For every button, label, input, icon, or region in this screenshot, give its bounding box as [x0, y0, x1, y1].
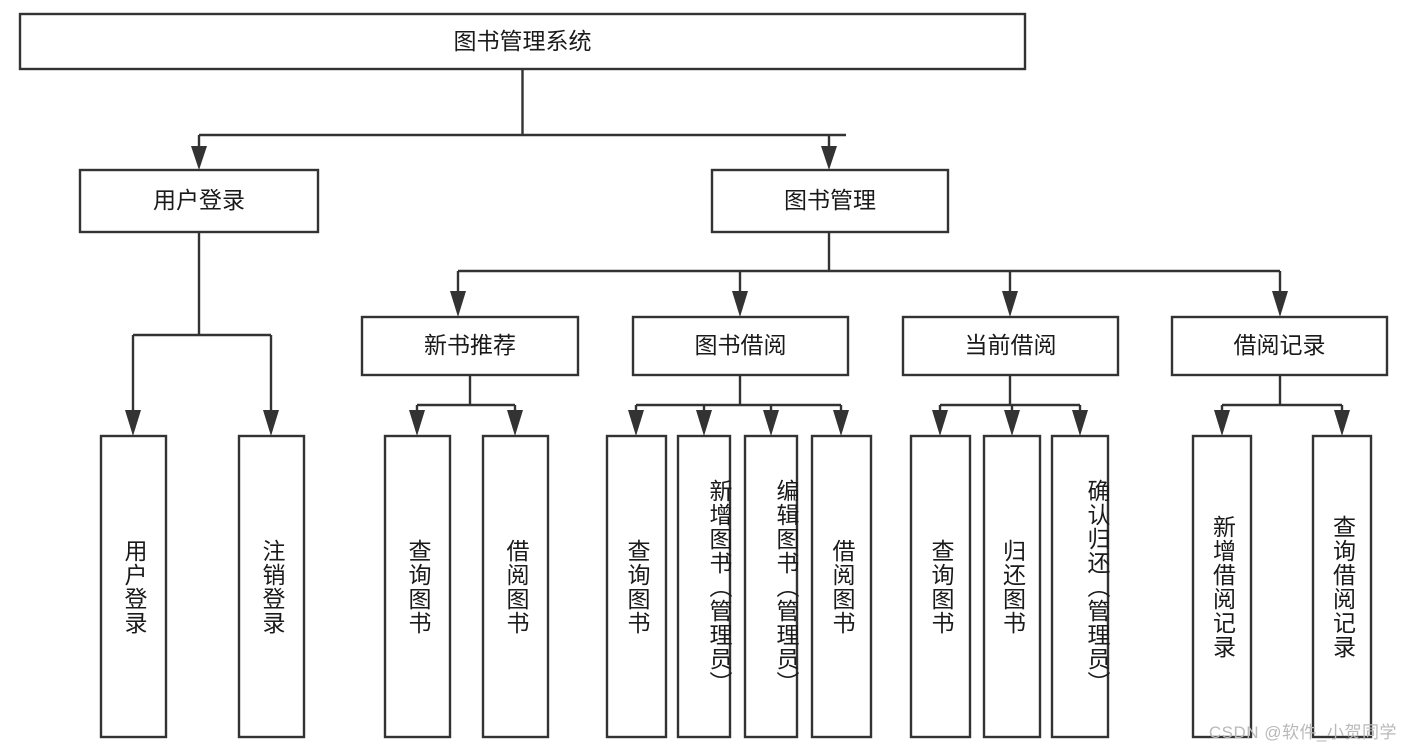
- node-leaf-query-borrow-record-box[interactable]: [1311, 434, 1373, 739]
- arrow-to-leaf-borrow-book-rec: [507, 410, 523, 436]
- node-leaf-query-book-borrow-box[interactable]: [605, 434, 668, 739]
- csdn-watermark: CSDN @软件_小贺同学: [1208, 723, 1397, 742]
- node-leaf-edit-book-admin-label: 编辑图书（管理员）: [773, 478, 799, 695]
- node-leaf-user-login-box[interactable]: [99, 434, 168, 739]
- node-leaf-query-book-rec-box[interactable]: [383, 434, 452, 739]
- connector-group-book-management: [450, 232, 1288, 317]
- node-leaf-borrow-book-rec-label: 借阅图书: [503, 538, 529, 635]
- node-root-box: [18, 12, 1027, 71]
- arrow-to-leaf-add-book-admin: [696, 410, 712, 436]
- node-book-borrow-box: [631, 315, 850, 377]
- connector-group-user-login: [125, 232, 279, 436]
- node-root[interactable]: 图书管理系统: [18, 12, 1027, 71]
- node-user-login[interactable]: 用户登录: [78, 168, 320, 234]
- node-borrow-record-label: 借阅记录: [1234, 332, 1326, 358]
- node-borrow-record[interactable]: 借阅记录: [1170, 315, 1389, 377]
- node-new-book-recommend-label: 新书推荐: [424, 332, 516, 358]
- arrow-to-leaf-edit-book-admin: [763, 410, 779, 436]
- node-leaf-query-book-borrow-label: 查询图书: [624, 538, 650, 635]
- node-leaf-borrow-book-box[interactable]: [810, 434, 873, 739]
- node-book-borrow-label: 图书借阅: [695, 332, 787, 358]
- node-leaf-query-book-cur-box[interactable]: [909, 434, 972, 739]
- arrow-to-leaf-borrow-book: [833, 410, 849, 436]
- node-leaf-logout-label: 注销登录: [259, 538, 285, 635]
- arrow-to-borrow-record: [1272, 291, 1288, 317]
- arrow-to-leaf-confirm-return-admin: [1072, 410, 1088, 436]
- node-leaf-add-book-admin-label: 新增图书（管理员）: [706, 478, 732, 695]
- node-leaf-edit-book-admin-box[interactable]: [743, 434, 799, 739]
- connector-group-book-borrow: [628, 375, 849, 436]
- arrow-to-user-login: [191, 146, 207, 170]
- connector-group-root: [191, 69, 846, 170]
- node-user-login-box: [78, 168, 320, 234]
- arrow-to-leaf-query-book-rec: [409, 410, 425, 436]
- node-leaf-query-borrow-record-label: 查询借阅记录: [1329, 514, 1356, 659]
- node-user-login-label: 用户登录: [153, 187, 245, 213]
- node-leaf-return-book-label: 归还图书: [999, 538, 1026, 635]
- connector-group-new-book-recommend: [409, 375, 523, 436]
- arrow-to-leaf-query-book-cur: [932, 410, 948, 436]
- arrow-to-current-borrow: [1002, 291, 1018, 317]
- node-borrow-record-box: [1170, 315, 1389, 377]
- node-leaf-query-book-cur-label: 查询图书: [928, 538, 954, 635]
- arrow-to-leaf-return-book: [1004, 410, 1020, 436]
- node-book-management-box: [710, 168, 950, 234]
- node-current-borrow-box: [901, 315, 1120, 377]
- connector-group-borrow-record: [1214, 375, 1350, 436]
- arrow-to-book-management: [821, 146, 837, 170]
- node-leaf-logout-box[interactable]: [237, 434, 306, 739]
- node-leaf-borrow-book-label: 借阅图书: [829, 538, 855, 635]
- node-leaf-return-book-box[interactable]: [982, 434, 1042, 739]
- arrow-to-leaf-query-borrow-record: [1334, 410, 1350, 436]
- arrow-to-leaf-logout: [263, 410, 279, 436]
- node-current-borrow-label: 当前借阅: [965, 332, 1057, 358]
- arrow-to-leaf-add-borrow-record: [1214, 410, 1230, 436]
- node-leaf-add-borrow-record-label: 新增借阅记录: [1209, 514, 1236, 659]
- node-book-management-label: 图书管理: [784, 187, 876, 213]
- node-root-label: 图书管理系统: [454, 28, 592, 54]
- node-new-book-recommend[interactable]: 新书推荐: [360, 315, 580, 377]
- node-leaf-add-book-admin-box[interactable]: [676, 434, 732, 739]
- node-book-management[interactable]: 图书管理: [710, 168, 950, 234]
- node-new-book-recommend-box: [360, 315, 580, 377]
- node-leaf-user-login-label: 用户登录: [121, 538, 147, 635]
- node-leaf-borrow-book-rec-box[interactable]: [481, 434, 550, 739]
- arrow-to-leaf-user-login: [125, 410, 141, 436]
- node-leaf-confirm-return-admin-label: 确认归还（管理员）: [1084, 478, 1110, 695]
- node-book-borrow[interactable]: 图书借阅: [631, 315, 850, 377]
- arrow-to-leaf-query-book-borrow: [628, 410, 644, 436]
- node-leaf-confirm-return-admin-box[interactable]: [1050, 434, 1110, 739]
- node-leaf-query-book-rec-label: 查询图书: [405, 538, 431, 635]
- arrow-to-new-book-recommend: [450, 291, 466, 317]
- arrow-to-book-borrow: [732, 291, 748, 317]
- node-current-borrow[interactable]: 当前借阅: [901, 315, 1120, 377]
- connector-group-current-borrow: [932, 375, 1088, 436]
- node-leaf-add-borrow-record-box[interactable]: [1191, 434, 1253, 739]
